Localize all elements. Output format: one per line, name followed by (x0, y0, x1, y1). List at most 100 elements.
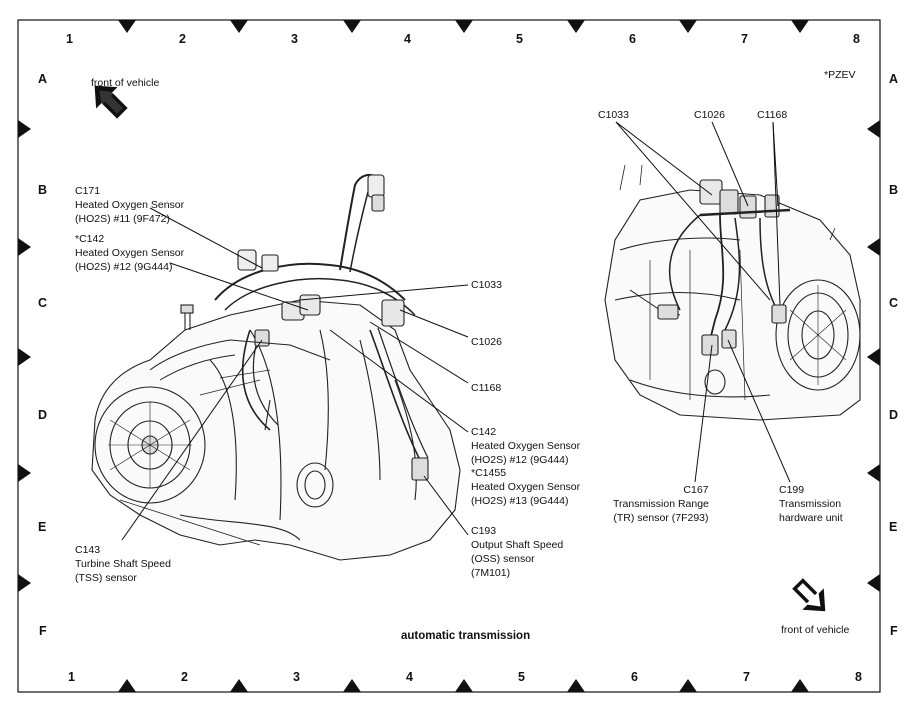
label-c142-name: Heated Oxygen Sensor (471, 440, 581, 452)
leader-c1026-right (711, 121, 749, 207)
grid-row-right-C: C (889, 296, 899, 310)
grid-col-bottom-8: 8 (855, 670, 862, 684)
grid-row-right-B: B (889, 183, 899, 197)
grid-row-left-E: E (38, 520, 47, 534)
label-c143-id: C143 (75, 544, 101, 556)
leader-c1026-left (399, 309, 469, 338)
label-c1455-id: *C1455 (471, 467, 507, 479)
leader-c1033-right-b (615, 121, 771, 301)
label-c142-star-id: *C142 (75, 233, 105, 245)
label-c1033-left-id: C1033 (471, 279, 502, 291)
front-arrow-right-icon (792, 578, 826, 612)
label-c199-id: C199 (779, 484, 805, 496)
left-transmission-illustration (91, 173, 461, 561)
label-c1026-right: C1026 (694, 108, 725, 122)
grid-col-bottom-6: 6 (631, 670, 638, 684)
grid-row-left-D: D (38, 408, 48, 422)
label-c143-type: (TSS) sensor (75, 572, 137, 584)
grid-col-bottom-7: 7 (743, 670, 750, 684)
leader-lines (121, 121, 791, 541)
label-c142-star-part: (HO2S) #12 (9G444) (75, 261, 173, 273)
grid-col-top-4: 4 (404, 32, 411, 46)
grid-row-right-A: A (889, 72, 899, 86)
label-c142-star: *C142 Heated Oxygen Sensor (HO2S) #12 (9… (75, 232, 184, 274)
leader-c142-star (169, 262, 309, 311)
label-c199: C199 Transmission hardware unit (779, 483, 843, 525)
leader-c171 (149, 207, 263, 269)
leader-c1033-left (299, 284, 469, 301)
label-c167-name: Transmission Range (613, 498, 709, 510)
grid-col-top-3: 3 (291, 32, 298, 46)
grid-col-bottom-4: 4 (406, 670, 413, 684)
grid-col-bottom-3: 3 (293, 670, 300, 684)
leader-c167 (694, 344, 713, 483)
label-c1033-right: C1033 (598, 108, 629, 122)
grid-row-left-C: C (38, 296, 48, 310)
label-c167: C167 Transmission Range (TR) sensor (7F2… (613, 483, 709, 525)
label-c171-id: C171 (75, 185, 101, 197)
front-of-vehicle-right: front of vehicle (781, 624, 850, 636)
label-c171-part: (HO2S) #11 (9F472) (75, 213, 170, 225)
label-c171-name: Heated Oxygen Sensor (75, 199, 185, 211)
grid-col-top-5: 5 (516, 32, 523, 46)
label-c1033-right-id: C1033 (598, 109, 629, 121)
diagram-caption: automatic transmission (401, 630, 531, 642)
grid-col-bottom-5: 5 (518, 670, 525, 684)
leader-c1168-left (369, 321, 469, 384)
label-c193-type: (OSS) sensor (471, 553, 535, 565)
label-c1026-right-id: C1026 (694, 109, 725, 121)
grid-row-left-F: F (39, 624, 47, 638)
leader-c143 (121, 339, 263, 541)
leader-c1168-right-b (772, 121, 781, 306)
label-c1168-right: C1168 (757, 108, 787, 122)
bottom-grid-markers (118, 679, 809, 692)
grid-col-bottom-1: 1 (68, 670, 75, 684)
grid-row-right-F: F (890, 624, 898, 638)
leader-c1033-right (615, 121, 713, 196)
leader-c193 (423, 475, 469, 536)
grid-row-right-E: E (889, 520, 898, 534)
label-c1168-left-id: C1168 (471, 382, 502, 394)
grid-row-right-D: D (889, 408, 899, 422)
leader-c199 (727, 339, 791, 483)
label-c1455-name: Heated Oxygen Sensor (471, 481, 581, 493)
label-c143-name: Turbine Shaft Speed (75, 558, 171, 570)
label-c142-part: (HO2S) #12 (9G444) (471, 454, 569, 466)
front-arrow-left-icon (94, 85, 128, 119)
label-c142: C142 Heated Oxygen Sensor (HO2S) #12 (9G… (471, 425, 580, 467)
grid-row-left-B: B (38, 183, 48, 197)
label-c1168-right-id: C1168 (757, 109, 788, 121)
grid-col-top-7: 7 (741, 32, 748, 46)
label-c143: C143 Turbine Shaft Speed (TSS) sensor (75, 543, 171, 585)
label-c193-part: (7M101) (471, 567, 511, 579)
grid-col-top-2: 2 (179, 32, 186, 46)
grid-col-bottom-2: 2 (181, 670, 188, 684)
grid-col-top-1: 1 (66, 32, 73, 46)
grid-col-top-6: 6 (629, 32, 636, 46)
right-transmission-illustration (604, 164, 861, 421)
label-c199-name: Transmission (779, 498, 842, 510)
label-c1168-left: C1168 (471, 381, 501, 395)
label-c167-part: (TR) sensor (7F293) (613, 512, 709, 524)
front-of-vehicle-left: front of vehicle (91, 77, 160, 89)
label-c1455: *C1455 Heated Oxygen Sensor (HO2S) #13 (… (471, 466, 580, 508)
label-c142-id: C142 (471, 426, 497, 438)
label-c193: C193 Output Shaft Speed (OSS) sensor (7M… (471, 524, 563, 580)
right-grid-markers (867, 120, 880, 592)
label-c199-desc: hardware unit (779, 512, 843, 524)
label-c167-id: C167 (683, 484, 709, 496)
leader-c142 (329, 329, 469, 433)
label-c1033-left: C1033 (471, 278, 502, 292)
label-c171: C171 Heated Oxygen Sensor (HO2S) #11 (9F… (75, 184, 184, 226)
grid-col-top-8: 8 (853, 32, 860, 46)
label-c193-name: Output Shaft Speed (471, 539, 564, 551)
grid-row-left-A: A (38, 72, 48, 86)
label-c193-id: C193 (471, 525, 497, 537)
pzev-note: *PZEV (824, 69, 856, 81)
left-grid-markers (18, 120, 31, 592)
label-c1026-left-id: C1026 (471, 336, 502, 348)
label-c142-star-name: Heated Oxygen Sensor (75, 247, 185, 259)
label-c1455-part: (HO2S) #13 (9G444) (471, 495, 569, 507)
